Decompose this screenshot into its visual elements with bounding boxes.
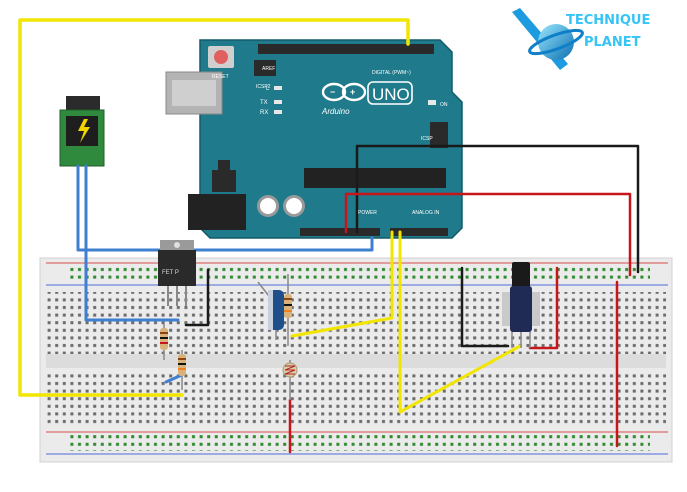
led-rx-label: RX <box>260 110 268 116</box>
resistor-3 <box>284 274 292 346</box>
mosfet: FET P <box>158 240 196 306</box>
black-wire-pot <box>460 266 510 348</box>
led-l-label: L <box>266 86 270 92</box>
arduino-uno-board: RESET ICSP2 DIGITAL (PWM~) AREF L TX RX … <box>165 39 463 239</box>
icsp-label: ICSP <box>421 136 433 142</box>
analog-header <box>390 228 448 236</box>
dc-jack <box>188 194 246 230</box>
arduino-logo: − + <box>321 82 367 102</box>
aref-label: AREF <box>262 66 275 72</box>
terminal-strip-bottom <box>46 370 666 426</box>
red-wire-5v <box>344 192 632 277</box>
yellow-wire-digital <box>18 18 410 397</box>
power-jack-module <box>59 96 105 167</box>
logo-line2: PLANET <box>584 35 641 50</box>
globe-icon <box>538 24 574 60</box>
potentiometer <box>502 262 540 348</box>
microcontroller <box>304 168 446 188</box>
svg-text:+: + <box>350 87 355 97</box>
digital-label: DIGITAL (PWM~) <box>372 70 411 76</box>
led-tx-label: TX <box>260 100 268 106</box>
lightning-icon <box>78 119 90 143</box>
technique-planet-logo: TECHNIQUE PLANET <box>512 8 650 70</box>
breadboard <box>39 257 673 463</box>
photoresistor <box>282 360 298 400</box>
wires <box>18 18 640 454</box>
svg-text:−: − <box>330 87 335 97</box>
digital-header <box>258 44 434 54</box>
red-wire-pot <box>528 266 559 350</box>
model-label: UNO <box>372 85 410 104</box>
mosfet-label: FET P <box>162 270 179 276</box>
voltage-regulator-chip <box>212 170 236 192</box>
brand-label: Arduino <box>321 107 350 116</box>
uno-badge <box>367 81 413 105</box>
power-header <box>300 228 380 236</box>
reset-label: RESET <box>212 74 229 80</box>
black-wire-fet <box>184 268 210 327</box>
blue-wire-vin <box>76 164 374 252</box>
resistor-1 <box>160 324 168 360</box>
icsp2-label: ICSP2 <box>256 84 271 90</box>
logo-line1: TECHNIQUE <box>566 13 650 28</box>
power-label: POWER <box>358 210 377 216</box>
black-wire-gnd <box>355 144 640 274</box>
blue-wire-gnd <box>84 164 180 322</box>
icsp-header <box>430 122 448 148</box>
resistor-2 <box>178 350 186 390</box>
on-label: ON <box>440 102 448 108</box>
icsp2-header <box>254 60 276 76</box>
electrolytic-capacitor <box>257 281 284 340</box>
yellow-wire-a1 <box>398 230 522 414</box>
analog-label: ANALOG IN <box>412 210 440 216</box>
center-channel <box>46 354 666 368</box>
top-power-rail <box>46 262 668 286</box>
yellow-wire-a0 <box>290 230 394 338</box>
bottom-power-rail <box>46 431 668 455</box>
